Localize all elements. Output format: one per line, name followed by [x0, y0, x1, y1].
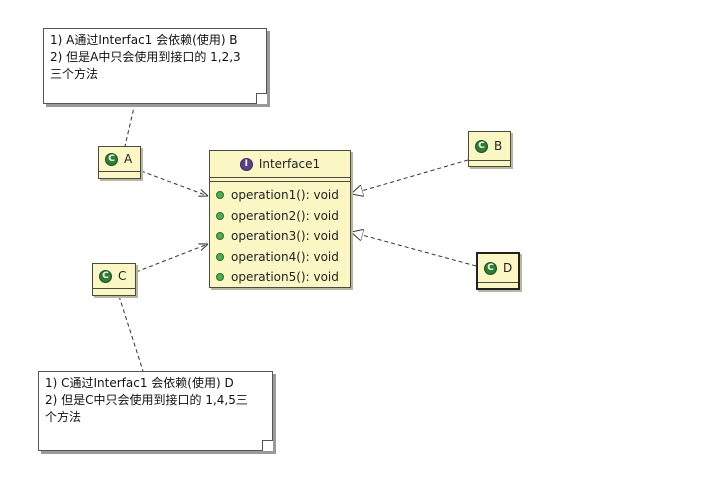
public-method-icon — [216, 191, 224, 200]
public-method-icon — [216, 273, 224, 282]
note-top-line-2: 2) 但是A中只会使用到接口的 1,2,3 — [50, 50, 241, 64]
note-bottom-line-1: 1) C通过Interfac1 会依赖(使用) D — [45, 376, 234, 390]
operation-item[interactable]: operation3(): void — [216, 226, 350, 247]
class-compartment-divider — [99, 171, 140, 174]
class-d-box[interactable]: C D — [476, 252, 520, 290]
interface1-box[interactable]: I Interface1 operation1(): void operatio… — [209, 150, 351, 288]
class-b-box[interactable]: C B — [468, 131, 511, 167]
operation-label: operation2(): void — [231, 208, 339, 223]
realization-b-to-interface — [351, 159, 469, 194]
interface-compartment-divider — [210, 178, 350, 182]
class-icon: C — [105, 152, 118, 166]
class-icon: C — [99, 269, 112, 283]
operation-item[interactable]: operation5(): void — [216, 267, 350, 288]
class-icon: C — [475, 139, 488, 153]
interface-icon: I — [239, 157, 253, 171]
class-c-name: C — [118, 269, 127, 283]
class-c-box[interactable]: C C — [92, 263, 136, 296]
operation-label: operation3(): void — [231, 229, 339, 244]
note-bottom-anchor-line — [118, 295, 144, 372]
class-b-name: B — [494, 139, 503, 153]
public-method-icon — [216, 232, 224, 241]
realization-d-to-interface — [351, 232, 477, 267]
class-a-name: A — [124, 152, 133, 166]
note-top[interactable]: 1) A通过Interfac1 会依赖(使用) B 2) 但是A中只会使用到接口… — [43, 28, 267, 104]
operation-label: operation4(): void — [231, 249, 339, 264]
class-compartment-divider — [469, 160, 510, 163]
public-method-icon — [216, 252, 224, 261]
class-compartment-divider — [93, 288, 135, 291]
public-method-icon — [216, 211, 224, 220]
interface-name: Interface1 — [258, 157, 321, 171]
class-icon: C — [484, 261, 497, 275]
note-fold-corner — [262, 440, 273, 451]
note-bottom[interactable]: 1) C通过Interfac1 会依赖(使用) D 2) 但是C中只会使用到接口… — [38, 371, 273, 451]
note-top-anchor-line — [124, 102, 136, 147]
operation-item[interactable]: operation1(): void — [216, 185, 350, 206]
dependency-c-to-interface — [135, 244, 208, 273]
dependency-a-to-interface — [140, 170, 208, 196]
note-fold-corner — [256, 93, 267, 104]
class-compartment-divider — [478, 282, 518, 285]
note-top-line-3: 三个方法 — [50, 67, 99, 81]
note-bottom-line-3: 个方法 — [45, 410, 82, 424]
note-bottom-line-2: 2) 但是C中只会使用到接口的 1,4,5三 — [45, 393, 248, 407]
operation-list: operation1(): void operation2(): void op… — [210, 182, 350, 288]
class-a-box[interactable]: C A — [98, 146, 141, 179]
note-top-line-1: 1) A通过Interfac1 会依赖(使用) B — [50, 33, 238, 47]
class-d-name: D — [503, 261, 513, 275]
operation-label: operation1(): void — [231, 188, 339, 203]
operation-item[interactable]: operation2(): void — [216, 206, 350, 227]
operation-label: operation5(): void — [231, 270, 339, 285]
operation-item[interactable]: operation4(): void — [216, 247, 350, 268]
